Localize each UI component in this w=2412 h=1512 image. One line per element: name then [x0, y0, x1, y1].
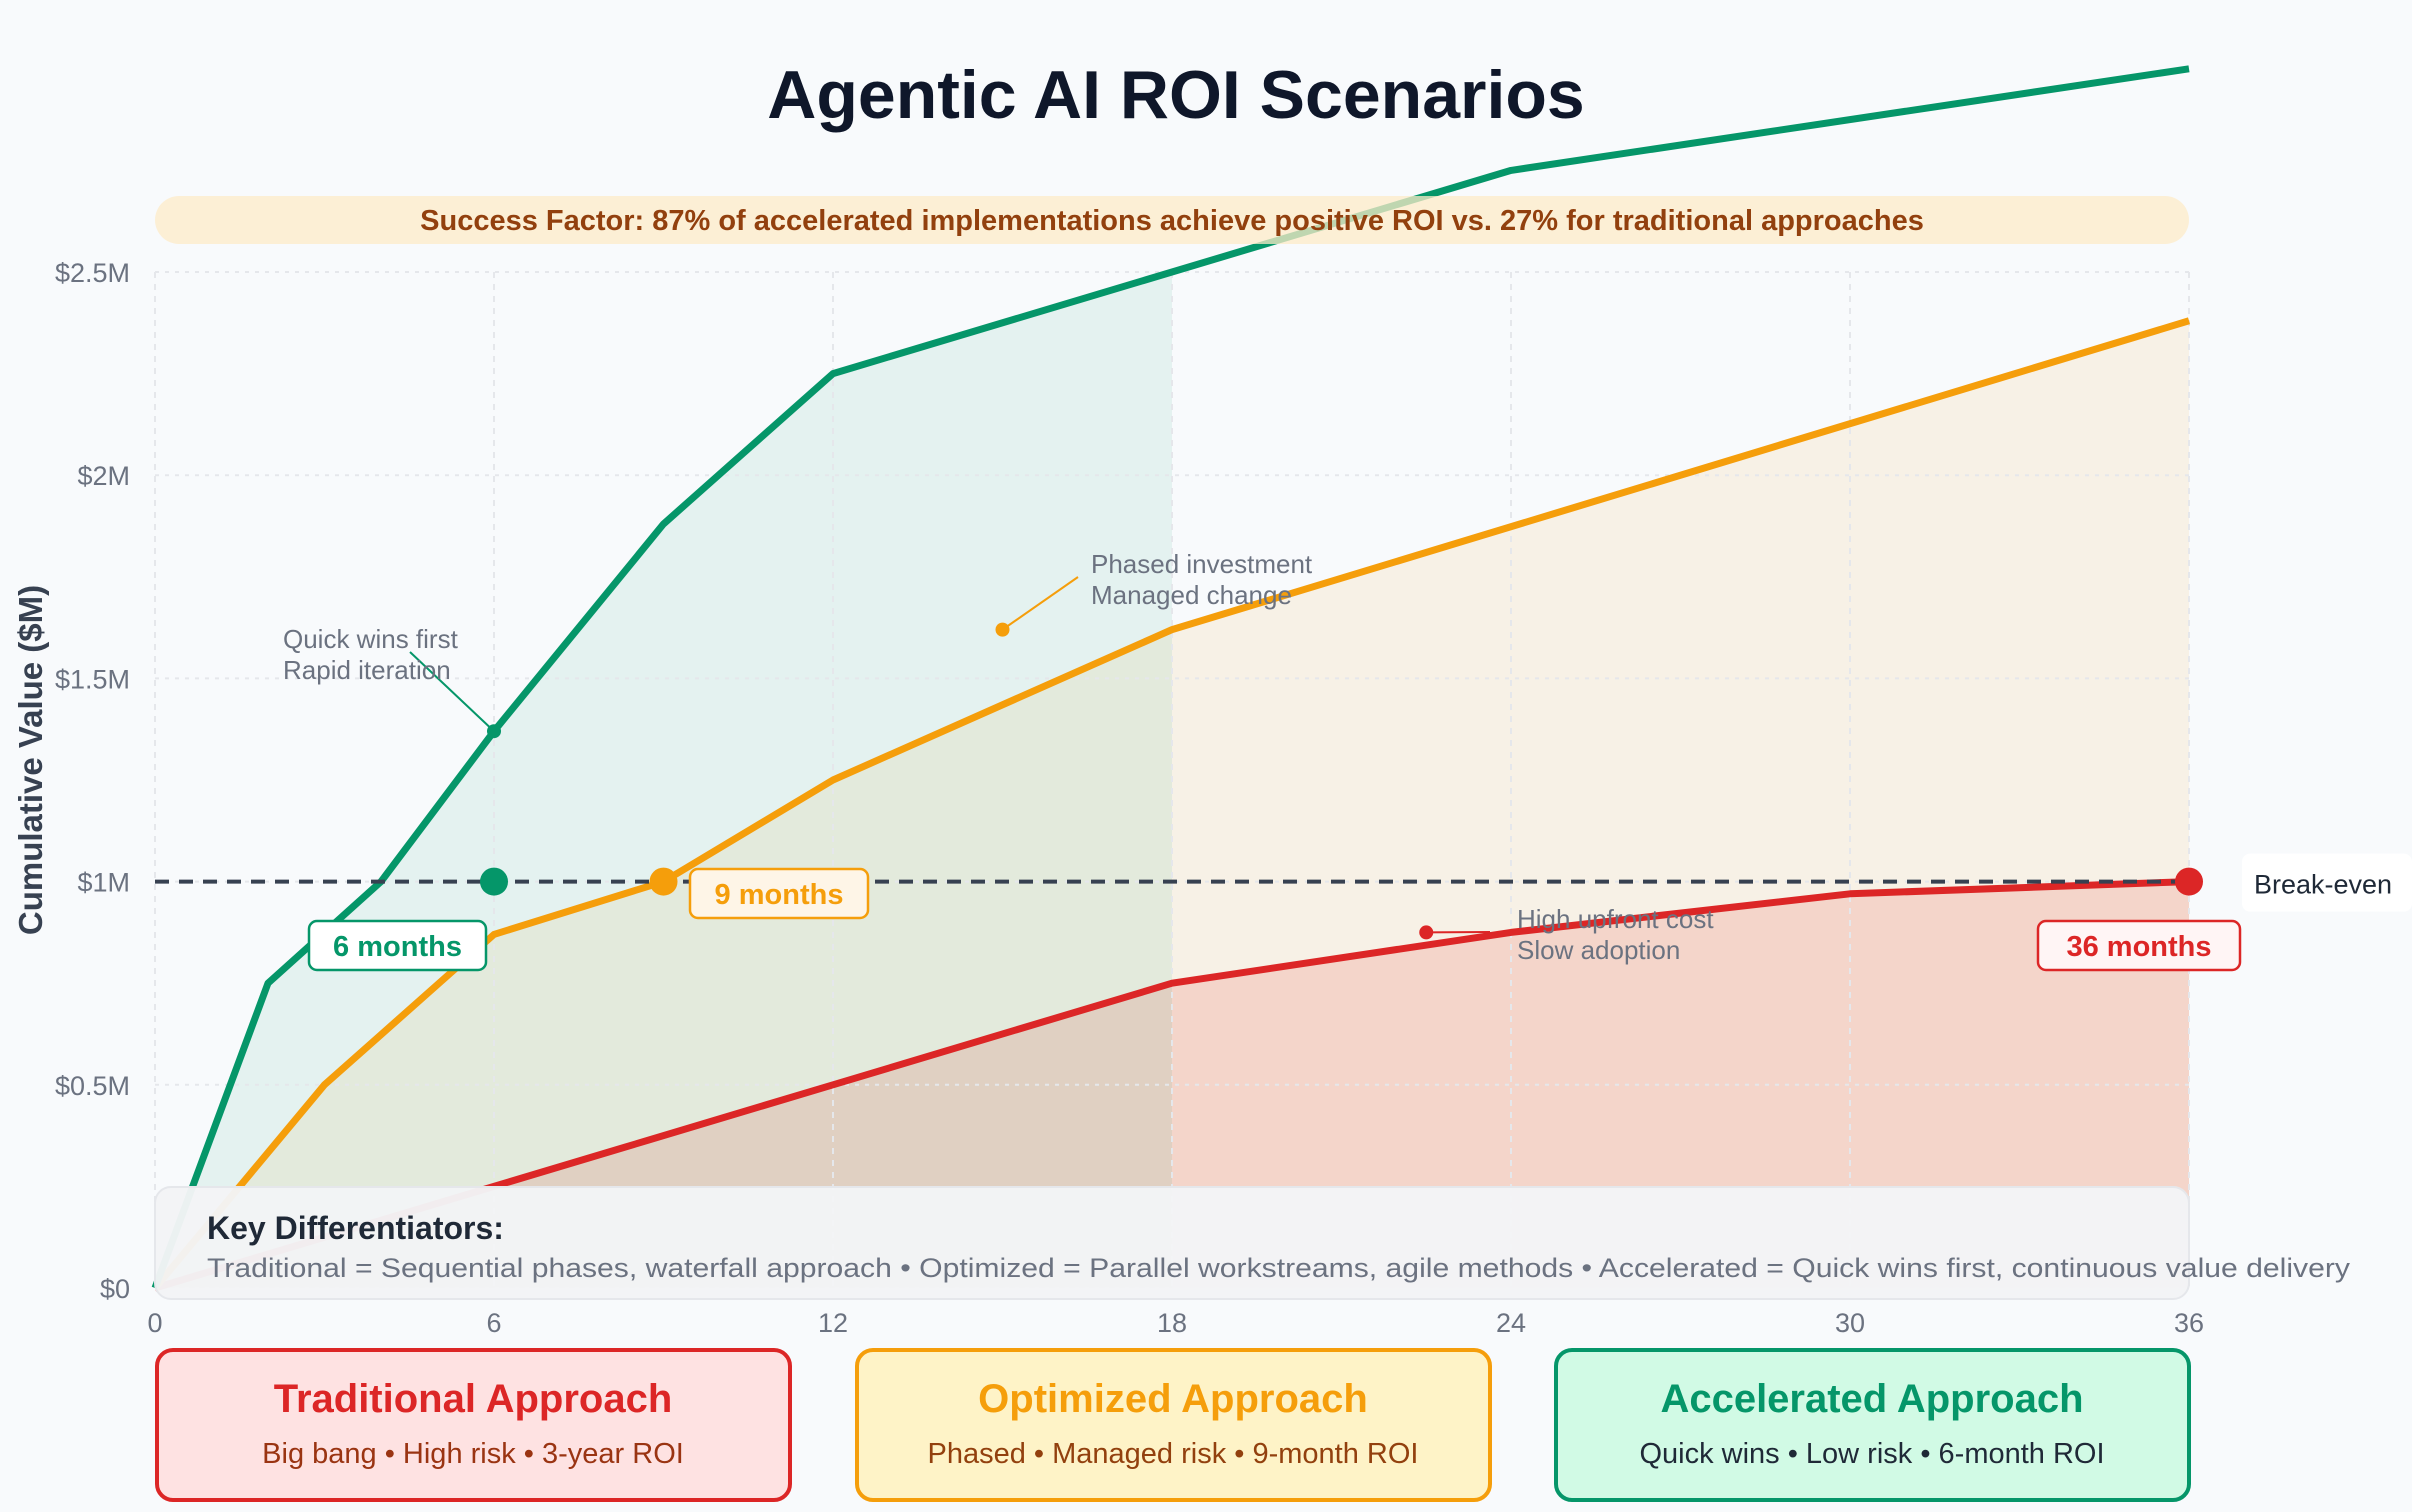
- break-even-layer: Break-even 6 months 9 months 36 months: [155, 853, 2412, 972]
- accelerated-area-fill: [155, 272, 1172, 1288]
- card-bg: [1554, 1348, 2191, 1502]
- success-banner-bg: [155, 196, 2189, 244]
- x-tick-label: 24: [1496, 1308, 1526, 1338]
- card-bg: [155, 1348, 792, 1502]
- x-tick-label: 18: [1157, 1308, 1187, 1338]
- key-text: Traditional = Sequential phases, waterfa…: [207, 1253, 2351, 1283]
- annotation-dot: [995, 622, 1010, 637]
- y-tick-label: $2M: [77, 461, 130, 491]
- annotation-leader-line: [1001, 576, 1079, 631]
- axis-ticks: $0 $0.5M $1M $1.5M $2M $2.5M 0 6 12 18 24 30 36: [55, 258, 2204, 1338]
- annotation-text: High upfront cost: [1517, 904, 1714, 934]
- annotation-text: Managed change: [1091, 580, 1292, 610]
- break-even-point-accelerated: [480, 867, 508, 896]
- x-tick-label: 6: [486, 1308, 501, 1338]
- break-even-badge-optimized: [688, 867, 870, 920]
- annotation-text: Quick wins first: [283, 624, 459, 654]
- success-banner-text: Success Factor: 87% of accelerated imple…: [420, 205, 1924, 237]
- x-tick-label: 36: [2174, 1308, 2204, 1338]
- break-even-badge-label: 36 months: [2066, 931, 2211, 963]
- break-even-point-traditional: [2175, 867, 2203, 896]
- card-title: Optimized Approach: [978, 1377, 1368, 1421]
- y-tick-label: $1M: [77, 868, 130, 898]
- annotation-leader-line: [409, 651, 495, 732]
- key-box-bg: [154, 1186, 2190, 1300]
- x-tick-label: 0: [147, 1308, 162, 1338]
- annotation-text: Slow adoption: [1517, 935, 1680, 965]
- break-even-label-bg: [2242, 853, 2412, 912]
- card-subtitle: Big bang • High risk • 3-year ROI: [262, 1438, 684, 1470]
- card-title: Traditional Approach: [274, 1377, 673, 1421]
- annotation-dot: [1419, 925, 1434, 940]
- card-title: Accelerated Approach: [1660, 1377, 2083, 1421]
- break-even-badge-label: 9 months: [715, 879, 844, 911]
- x-tick-label: 30: [1835, 1308, 1865, 1338]
- y-axis-label: Cumulative Value ($M): [12, 585, 49, 935]
- break-even-label: Break-even: [2254, 870, 2392, 900]
- annotation-text: Rapid iteration: [283, 655, 451, 685]
- card-subtitle: Phased • Managed risk • 9-month ROI: [928, 1438, 1419, 1470]
- y-tick-label: $0.5M: [55, 1071, 130, 1101]
- break-even-badge-traditional: [2036, 919, 2242, 972]
- key-title: Key Differentiators:: [207, 1210, 504, 1246]
- break-even-point-optimized: [649, 867, 678, 896]
- chart-title: Agentic AI ROI Scenarios: [767, 57, 1584, 133]
- break-even-badge-accelerated: [307, 919, 488, 972]
- success-banner: Success Factor: 87% of accelerated imple…: [155, 196, 2189, 244]
- y-tick-label: $1.5M: [55, 664, 130, 694]
- y-tick-label: $2.5M: [55, 258, 130, 288]
- key-differentiators-box: Key Differentiators: Traditional = Seque…: [154, 1186, 2351, 1300]
- annotation-dot: [487, 724, 501, 739]
- break-even-badge-label: 6 months: [333, 931, 462, 963]
- annotation-text: Phased investment: [1091, 549, 1313, 579]
- card-subtitle: Quick wins • Low risk • 6-month ROI: [1639, 1438, 2104, 1470]
- x-tick-label: 12: [818, 1308, 848, 1338]
- y-tick-label: $0: [100, 1274, 130, 1304]
- card-bg: [855, 1348, 1492, 1502]
